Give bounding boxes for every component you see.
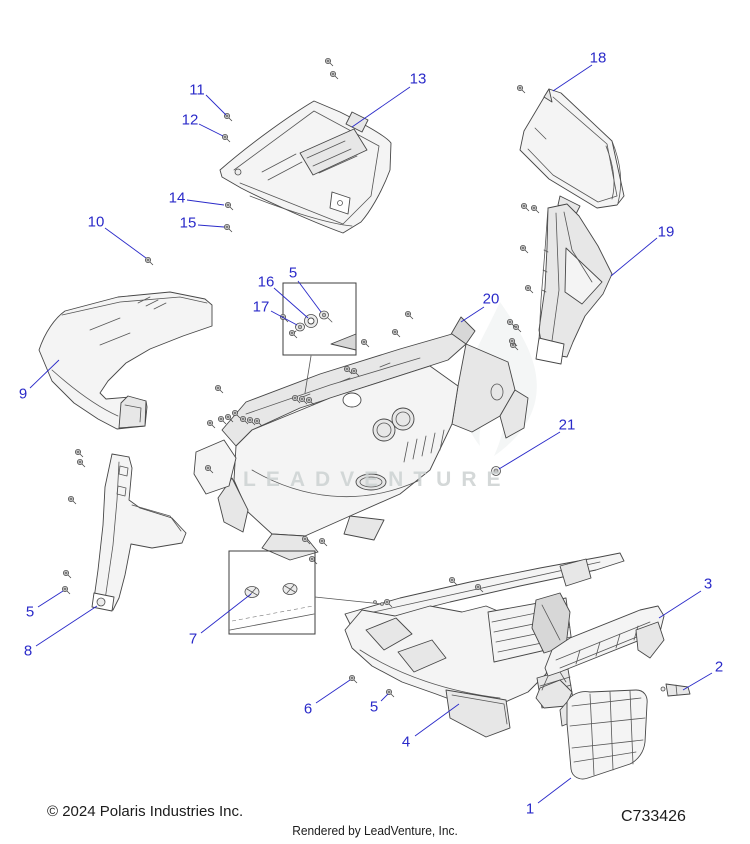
callout-leader-21 xyxy=(498,431,561,470)
callout-label-18: 18 xyxy=(590,50,607,67)
callout-leader-12 xyxy=(198,123,224,137)
push-pin-fastener xyxy=(491,466,501,476)
callout-label-15: 15 xyxy=(180,215,197,232)
callout-leader-20 xyxy=(460,306,485,323)
callout-label-5: 5 xyxy=(289,265,297,282)
callout-leader-14 xyxy=(186,199,225,206)
callout-label-16: 16 xyxy=(258,274,275,291)
callout-leader-2 xyxy=(682,672,713,691)
callout-label-9: 9 xyxy=(19,386,27,403)
callout-label-6: 6 xyxy=(304,701,312,718)
callout-leader-7 xyxy=(200,593,252,634)
fastener-detail-box xyxy=(282,282,357,394)
callout-leader-13 xyxy=(351,86,411,128)
callout-label-17: 17 xyxy=(253,299,270,316)
callout-label-7: 7 xyxy=(189,631,197,648)
callout-label-2: 2 xyxy=(715,659,723,676)
part-hood xyxy=(219,100,392,234)
clip-detail-box xyxy=(228,550,384,635)
callout-leader-6 xyxy=(315,679,351,704)
callout-leader-19 xyxy=(610,237,658,277)
part-fender-front-right xyxy=(519,88,625,215)
callout-leader-1 xyxy=(537,777,572,804)
callout-leader-8 xyxy=(35,605,98,647)
callout-leader-18 xyxy=(552,64,593,92)
callout-label-14: 14 xyxy=(169,190,186,207)
callout-leader-4 xyxy=(414,703,460,737)
part-fender-left xyxy=(38,291,213,430)
part-main-dash-panel xyxy=(193,316,529,561)
callout-label-20: 20 xyxy=(483,291,500,308)
part-pillar-left xyxy=(91,453,187,612)
callout-label-3: 3 xyxy=(704,576,712,593)
callout-leader-5 xyxy=(297,280,322,313)
callout-label-12: 12 xyxy=(182,112,199,129)
diagram-code: C733426 xyxy=(621,808,686,825)
callout-leader-16 xyxy=(273,287,309,319)
callout-leader-17 xyxy=(270,310,298,326)
callout-label-21: 21 xyxy=(559,417,576,434)
part-grille-upper xyxy=(535,605,665,709)
part-pillar-right xyxy=(535,203,613,365)
callout-leader-9 xyxy=(29,359,60,389)
callout-label-5: 5 xyxy=(26,604,34,621)
callout-label-13: 13 xyxy=(410,71,427,88)
rendered-by-text: Rendered by LeadVenture, Inc. xyxy=(292,823,458,838)
callout-label-4: 4 xyxy=(402,734,410,751)
callout-leader-10 xyxy=(104,227,147,259)
part-bracket-small xyxy=(660,683,691,697)
callout-label-19: 19 xyxy=(658,224,675,241)
callout-label-10: 10 xyxy=(88,214,105,231)
leadventure-watermark: LEADVENTURE xyxy=(243,468,511,491)
fastener-screws xyxy=(62,58,540,698)
callout-leader-11 xyxy=(205,94,227,116)
callout-leader-5 xyxy=(380,693,389,702)
part-grille-lower xyxy=(559,689,648,780)
callout-label-8: 8 xyxy=(24,643,32,660)
callout-label-1: 1 xyxy=(526,801,534,818)
callout-label-11: 11 xyxy=(189,82,205,99)
callout-leader-15 xyxy=(197,224,225,228)
callout-leader-5 xyxy=(37,590,64,608)
copyright-text: © 2024 Polaris Industries Inc. xyxy=(47,803,244,820)
callout-leader-3 xyxy=(658,590,702,619)
callout-label-5: 5 xyxy=(370,699,378,716)
